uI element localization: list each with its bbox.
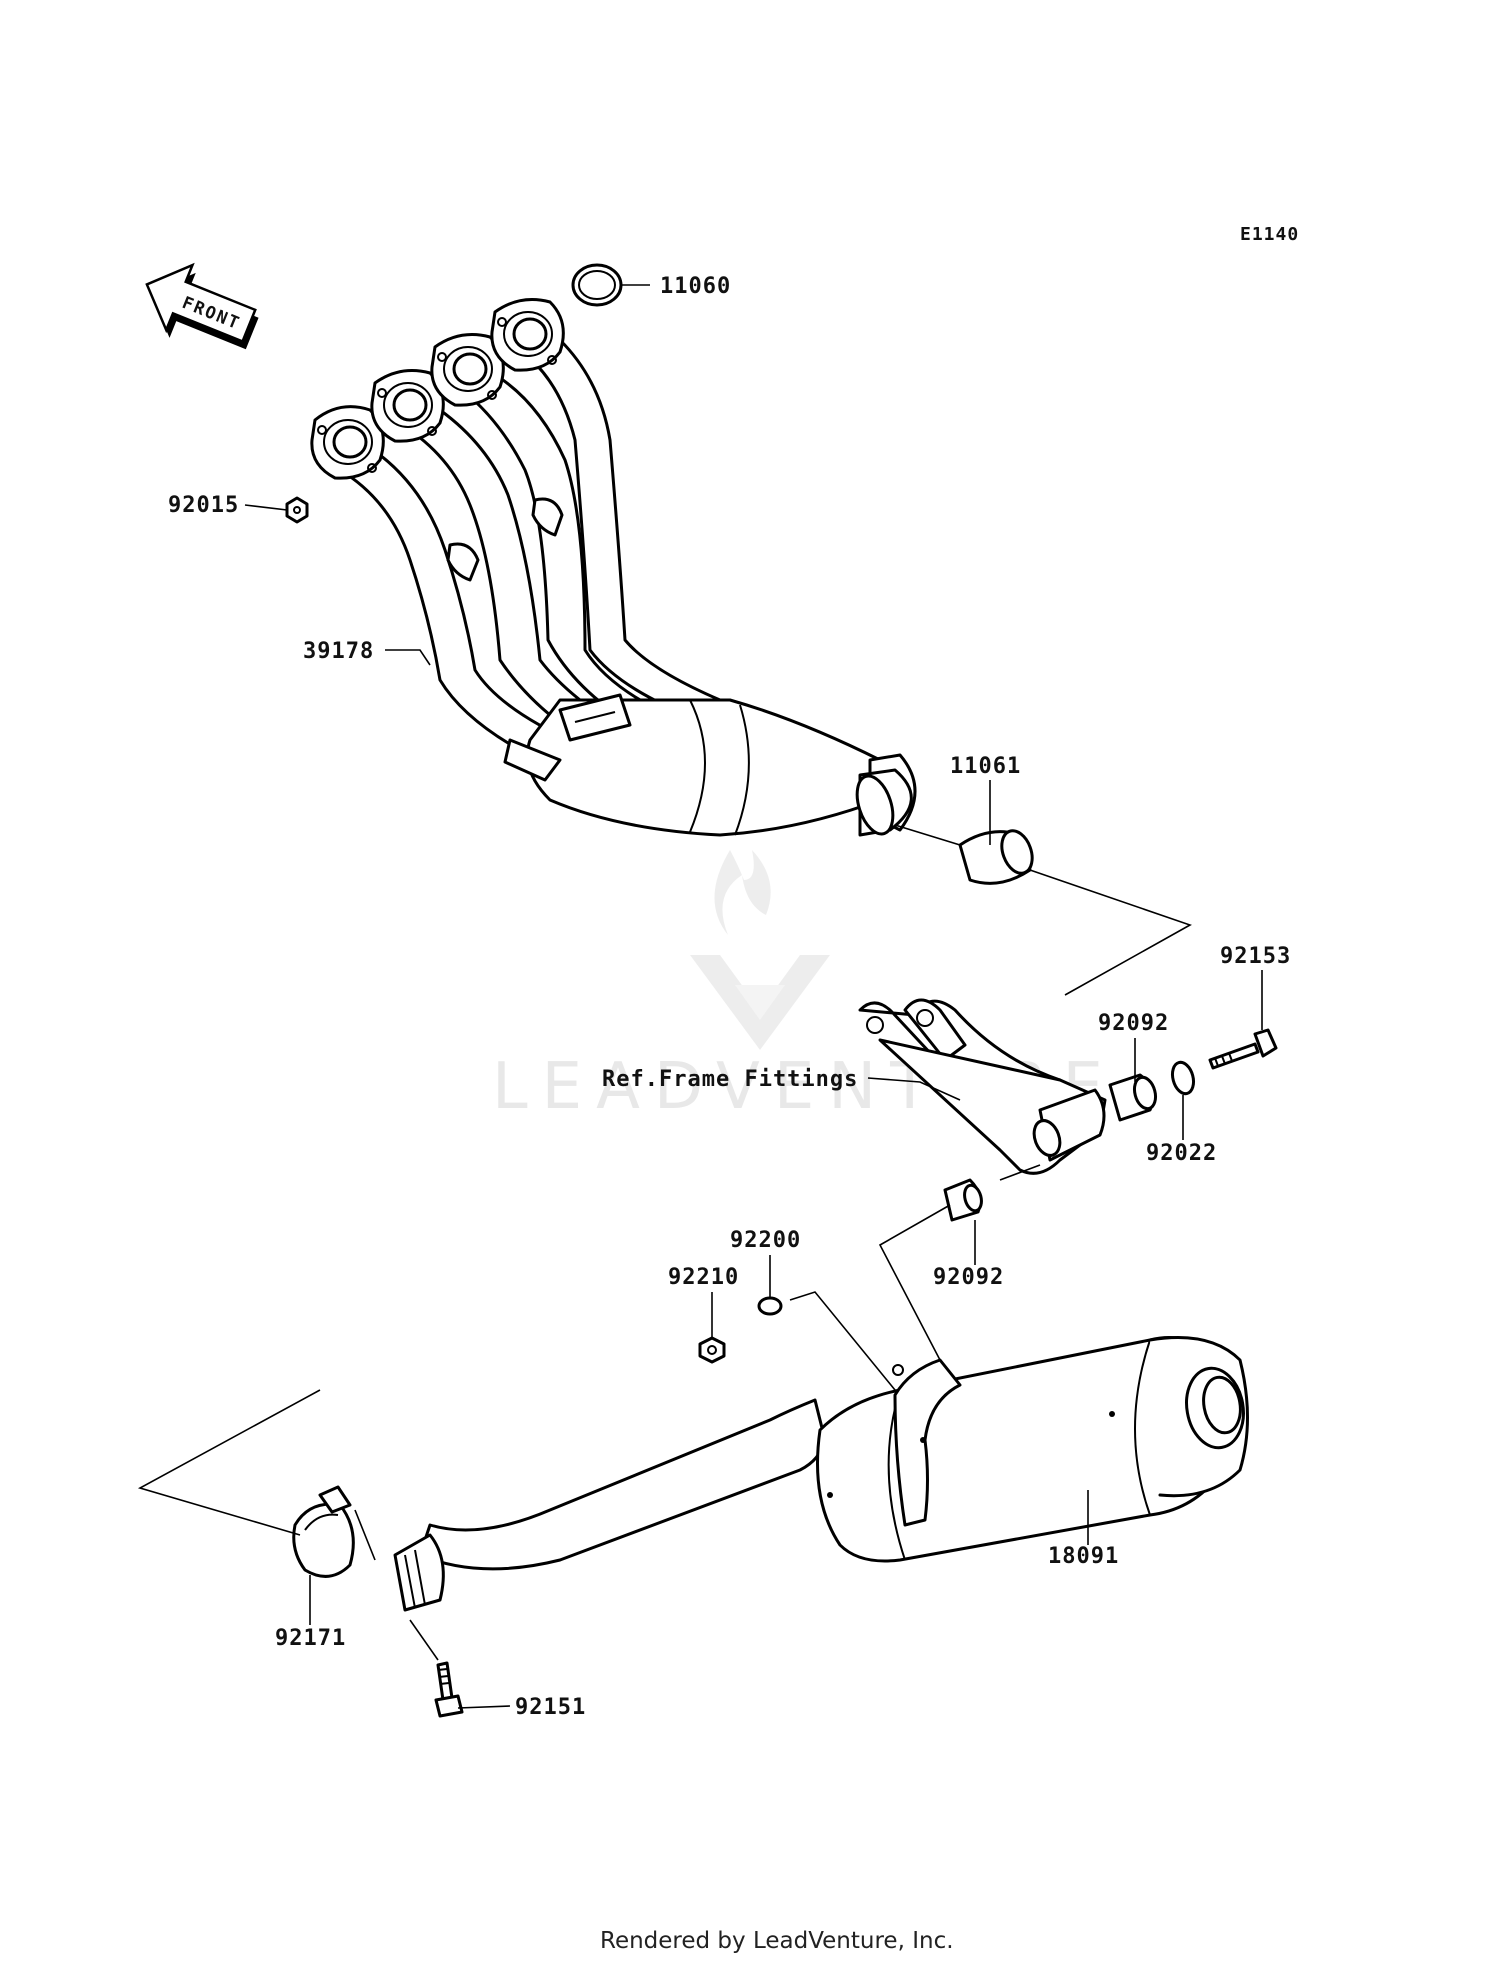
flange-3-icon — [430, 333, 505, 407]
diagram-code: E1140 — [1240, 224, 1299, 245]
part-label-92092-lower: 92092 — [933, 1265, 1004, 1290]
clamp-92171-icon — [292, 1485, 355, 1578]
grommet-92092-upper-icon — [1108, 1073, 1158, 1122]
part-label-11060: 11060 — [660, 274, 731, 299]
washer-92200-icon — [757, 1296, 783, 1316]
flange-4-icon — [490, 298, 565, 372]
part-label-92200: 92200 — [730, 1228, 801, 1253]
part-label-92171: 92171 — [275, 1626, 346, 1651]
part-label-39178: 39178 — [303, 639, 374, 664]
grommet-92092-lower-icon — [943, 1178, 983, 1222]
part-label-92210: 92210 — [668, 1265, 739, 1290]
bolt-92153-icon — [1208, 1028, 1278, 1070]
nut-92210-icon — [698, 1336, 726, 1364]
gasket-11061-icon — [958, 829, 1034, 885]
part-label-92015: 92015 — [168, 493, 239, 518]
footer-credit: Rendered by LeadVenture, Inc. — [600, 1928, 954, 1954]
flange-2-icon — [370, 369, 445, 443]
flange-1-icon — [310, 405, 385, 480]
part-label-92092-upper: 92092 — [1098, 1011, 1169, 1036]
muffler-18091 — [418, 1336, 1249, 1571]
front-arrow-icon: FRONT — [145, 262, 259, 350]
washer-92022-icon — [1170, 1060, 1196, 1096]
part-label-92151: 92151 — [515, 1695, 586, 1720]
muffler-inlet-joint — [393, 1533, 445, 1612]
exhaust-header-pipes — [310, 298, 917, 837]
nut-92015-icon — [285, 496, 309, 524]
part-label-92022: 92022 — [1146, 1141, 1217, 1166]
frame-fitting-bracket — [858, 998, 1107, 1175]
part-label-18091: 18091 — [1048, 1544, 1119, 1569]
part-label-ref-frame-fittings: Ref.Frame Fittings — [602, 1067, 858, 1092]
part-label-11061: 11061 — [950, 754, 1021, 779]
bolt-92151-icon — [434, 1661, 464, 1718]
part-label-92153: 92153 — [1220, 944, 1291, 969]
